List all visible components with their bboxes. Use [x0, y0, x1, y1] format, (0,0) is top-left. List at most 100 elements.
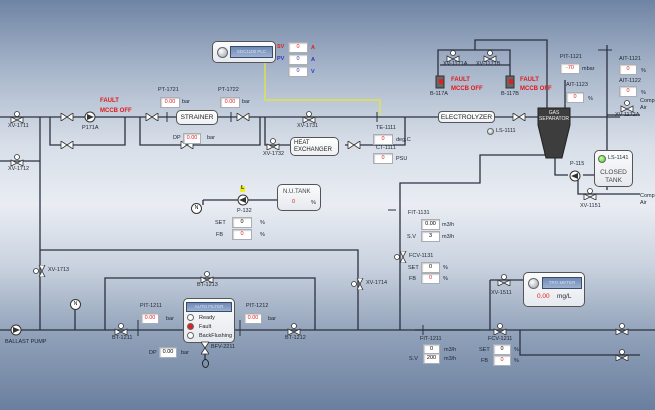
filter-status-label: Ready	[199, 314, 215, 321]
bt1213-label: BT-1213	[197, 282, 218, 288]
ls1141-lamp-icon	[598, 155, 606, 163]
fcv1211-fb-unit: %	[514, 358, 519, 364]
signal-line	[264, 60, 381, 115]
pit1121-unit: mbar	[582, 66, 595, 72]
pump-p171a-icon[interactable]	[84, 111, 96, 123]
power-lcd: SDC1100 PLC	[230, 46, 273, 58]
sv-value-field[interactable]: 0	[288, 42, 308, 53]
blower-b117a-icon[interactable]	[435, 75, 445, 89]
gas-separator-label: GAS SEPARATOR	[538, 110, 570, 122]
comp-air-1-line2: Air	[640, 105, 647, 111]
fcv1131-set-value[interactable]: 0	[421, 262, 440, 273]
xv1713-label: XV-1713	[48, 267, 70, 273]
heat-exchanger[interactable]: HEAT EXCHANGER	[290, 137, 339, 156]
sv-label: SV	[277, 44, 285, 50]
xv1171b-label: XV-1171B	[476, 61, 501, 67]
p132-set-unit: %	[260, 220, 265, 226]
comp-air-1-line1: Comp	[640, 98, 655, 104]
nu-source-icon: N	[191, 203, 202, 214]
fit1211-unit: m3/h	[444, 347, 457, 353]
nu-tank-value: 0	[292, 199, 296, 205]
three-way-valve-icon	[200, 271, 214, 284]
closed-tank-label-2: TANK	[605, 177, 622, 184]
fit1131-sv-label: S.V	[407, 234, 416, 240]
fit1211-sv-unit: m3/h	[444, 356, 457, 362]
gate-valve-icon[interactable]	[236, 113, 250, 121]
valve-xv1171a[interactable]	[446, 49, 460, 67]
pit1212-tag: PIT-1212	[246, 303, 269, 309]
blower-b117b-icon[interactable]	[505, 75, 515, 89]
valve-xv1713[interactable]	[33, 264, 47, 282]
valve-xv1171b[interactable]	[483, 49, 497, 67]
fit1211-sv-value[interactable]: 200	[423, 353, 440, 364]
pit1212-unit: bar	[268, 316, 276, 322]
fit1131-sv-unit: m3/h	[442, 234, 455, 240]
valve-bt1211[interactable]	[114, 322, 128, 340]
valve-xv1732[interactable]	[266, 137, 280, 155]
gate-valve-icon[interactable]	[60, 141, 74, 149]
p132-fb-label: FB	[216, 232, 224, 238]
valve-xv1511[interactable]	[497, 273, 511, 291]
gate-valve-icon[interactable]	[347, 141, 361, 149]
status-lamp-off-icon	[187, 314, 194, 321]
pump-p115-icon[interactable]	[569, 170, 581, 182]
fit1211-tag: FIT-1211	[420, 336, 442, 342]
filter-status-label: Fault	[199, 323, 212, 330]
valve-xv1712[interactable]	[10, 153, 24, 171]
valve-bt1212[interactable]	[287, 322, 301, 340]
p115-label: P-115	[570, 161, 585, 167]
valve-xv1714[interactable]	[351, 277, 365, 295]
valve-right-upper[interactable]	[615, 322, 629, 340]
bt1212-label: BT-1212	[285, 335, 306, 341]
b117b-mccb: MCCB OFF	[520, 86, 552, 92]
ait1121-unit: %	[641, 68, 646, 74]
gate-valve-icon[interactable]	[512, 113, 526, 121]
valve-xv1172a[interactable]	[620, 99, 634, 117]
heat-exchanger-label-1: HEAT	[294, 139, 310, 146]
fcv1131-fb-unit: %	[443, 276, 448, 282]
gate-valve-icon[interactable]	[145, 113, 159, 121]
fcv1131-set-unit: %	[443, 265, 448, 271]
ct1111-unit: PSU	[396, 156, 408, 162]
gate-valve-icon[interactable]	[60, 113, 74, 121]
p171a-mccb: MCCB OFF	[100, 108, 132, 114]
nu-source-symbol: N	[194, 205, 199, 211]
valve-fcv1131[interactable]	[394, 250, 408, 268]
xv1151-label: XV-1151	[580, 203, 601, 209]
three-way-valve-icon	[615, 349, 629, 362]
pit1212-value: 0.00	[244, 313, 262, 324]
xv1511-label: XV-1511	[491, 290, 512, 296]
electrolyzer[interactable]: ELECTROLYZER	[438, 111, 495, 123]
three-way-valve-icon	[483, 50, 497, 63]
closed-tank-label: CLOSED TANK	[595, 169, 632, 185]
strainer[interactable]: STRAINER	[176, 110, 218, 125]
p132-fb-unit: %	[260, 232, 265, 238]
valve-bt1213[interactable]	[200, 270, 214, 288]
xv1172a-label: XV-1172A	[615, 112, 640, 118]
pump-p132-icon[interactable]	[237, 194, 249, 206]
valve-xv1151[interactable]	[583, 187, 597, 205]
fit1131-sv-value[interactable]: 3	[421, 231, 440, 242]
closed-tank[interactable]: LS-1141 CLOSED TANK	[594, 150, 633, 187]
nu-tank[interactable]: N.U.TANK 0 %	[277, 184, 321, 211]
bfv2211-label: BFV-2211	[211, 344, 236, 350]
fit1131-value: 0.00	[421, 219, 440, 230]
xv1711-label: XV-1711	[8, 123, 29, 129]
three-way-valve-icon	[10, 111, 24, 124]
ait1122-value: 0	[619, 86, 637, 97]
valve-xv1711[interactable]	[10, 110, 24, 128]
fcv1131-fb-value: 0	[421, 273, 440, 284]
tro-meter-panel: TRO METER 0.00 mg/L	[523, 272, 585, 307]
ballast-pump-icon[interactable]	[10, 324, 22, 336]
fcv1211-set-value[interactable]: 0	[493, 344, 511, 355]
filter-dp-value: 0.00	[159, 347, 177, 358]
status-lamp-off-icon	[187, 332, 194, 339]
butterfly-valve-icon[interactable]	[201, 341, 209, 355]
valve-fcv1211[interactable]	[493, 322, 507, 340]
valve-xv1731[interactable]	[302, 110, 316, 128]
three-way-valve-icon	[33, 264, 46, 278]
fcv1131-set-label: SET	[408, 265, 419, 271]
valve-right-lower[interactable]	[615, 348, 629, 366]
p132-set-value[interactable]: 0	[232, 217, 252, 228]
